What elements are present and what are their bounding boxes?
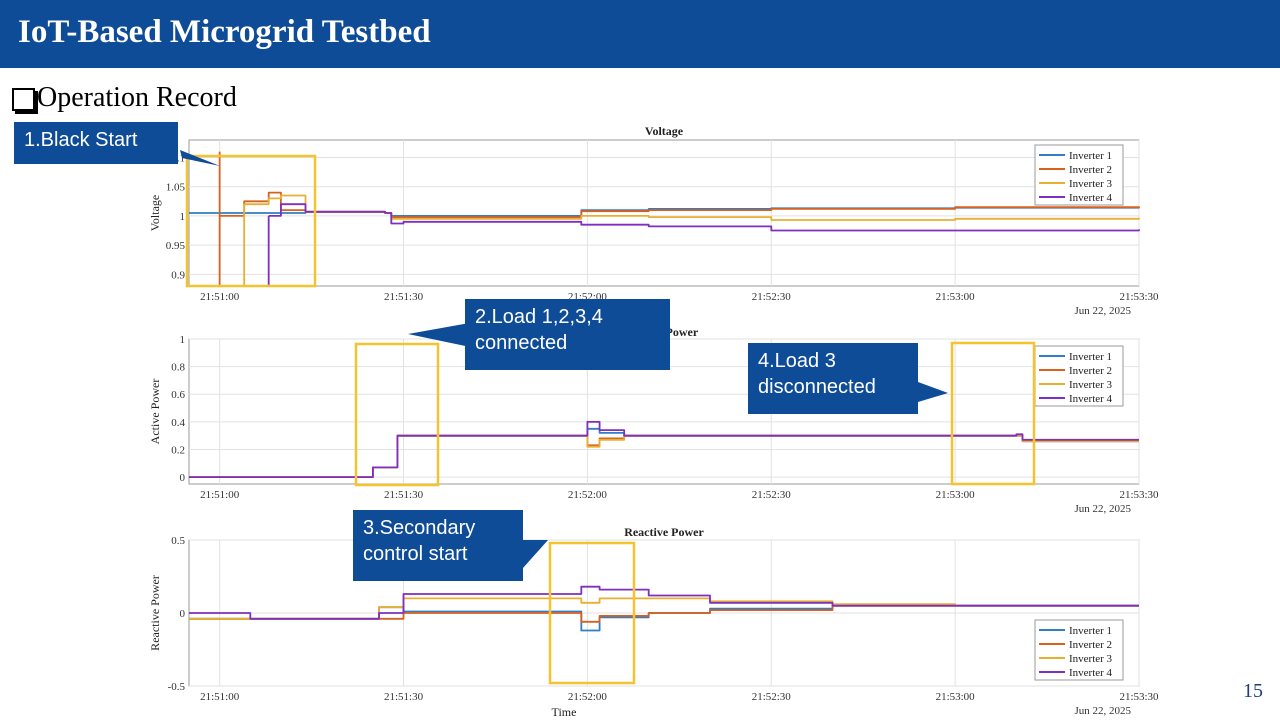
y-tick-label: 0.6 [171, 389, 185, 401]
y-tick-label: 0.8 [171, 362, 185, 374]
x-tick-label: 21:53:00 [936, 691, 976, 703]
x-tick-label: 21:51:30 [384, 291, 424, 303]
series-line-4 [189, 421, 1139, 478]
callout-pointer [918, 382, 948, 402]
section-heading-text: Operation Record [37, 82, 237, 113]
y-tick-label: 0 [180, 472, 186, 484]
x-tick-label: 21:51:00 [200, 691, 240, 703]
y-tick-label: 1 [180, 211, 186, 223]
x-tick-label: 21:52:30 [752, 489, 792, 501]
legend-entry: Inverter 4 [1069, 667, 1113, 679]
x-tick-label: 21:52:30 [752, 691, 792, 703]
legend-entry: Inverter 1 [1069, 351, 1112, 363]
date-label: Jun 22, 2025 [1074, 503, 1131, 515]
callout-load-connected: 2.Load 1,2,3,4 connected [465, 299, 670, 370]
callout-secondary-control: 3.Secondary control start [353, 510, 523, 581]
callout-pointer [408, 322, 475, 348]
x-tick-label: 21:53:30 [1119, 691, 1159, 703]
legend-entry: Inverter 3 [1069, 653, 1113, 665]
x-tick-label: 21:52:00 [568, 691, 608, 703]
legend-entry: Inverter 2 [1069, 164, 1112, 176]
highlight-box [354, 342, 440, 487]
y-axis-label: Voltage [148, 195, 162, 231]
legend-entry: Inverter 1 [1069, 150, 1112, 162]
checkbox-bullet-icon [12, 87, 35, 111]
x-tick-label: 21:53:00 [936, 291, 976, 303]
slide-title: IoT-Based Microgrid Testbed [18, 14, 431, 50]
callout-pointer [523, 540, 548, 568]
x-tick-label: 21:52:30 [752, 291, 792, 303]
series-line-4 [268, 203, 1140, 232]
y-tick-label: 0.9 [171, 269, 185, 281]
chart-title: Reactive Power [624, 525, 704, 539]
y-tick-label: 0.4 [171, 417, 185, 429]
y-tick-label: 0.95 [166, 240, 186, 252]
highlight-box [950, 341, 1036, 486]
legend-entry: Inverter 4 [1069, 192, 1113, 204]
callout-pointer [180, 150, 220, 166]
y-tick-label: 0 [180, 608, 186, 620]
highlight-box [548, 541, 636, 685]
legend-entry: Inverter 3 [1069, 379, 1113, 391]
x-tick-label: 21:53:30 [1119, 291, 1159, 303]
highlight-box [185, 154, 317, 288]
x-tick-label: 21:51:30 [384, 489, 424, 501]
y-axis-label: Active Power [148, 379, 162, 445]
x-tick-label: 21:51:30 [384, 691, 424, 703]
callout-black-start: 1.Black Start [14, 122, 178, 164]
x-tick-label: 21:53:00 [936, 489, 976, 501]
series-line-3 [244, 194, 1140, 221]
callout-load3-disconnected: 4.Load 3 disconnected [748, 343, 918, 414]
plot-area [188, 139, 1140, 287]
chart-title: Voltage [645, 124, 684, 138]
date-label: Jun 22, 2025 [1074, 305, 1131, 317]
series-line-4 [189, 585, 1139, 620]
date-label: Jun 22, 2025 [1074, 705, 1131, 717]
y-tick-label: -0.5 [168, 681, 186, 693]
x-tick-label: 21:51:00 [200, 291, 240, 303]
legend-entry: Inverter 4 [1069, 393, 1113, 405]
chart-1: 21:51:00 21:51:30 21:52:00 21:52:30 21:53:00… [148, 325, 1159, 515]
x-tick-label: 21:51:00 [200, 489, 240, 501]
legend-entry: Inverter 2 [1069, 365, 1112, 377]
y-tick-label: 0.2 [171, 444, 185, 456]
title-bar: IoT-Based Microgrid Testbed [0, 0, 1280, 68]
y-tick-label: 1 [180, 334, 186, 346]
x-tick-label: 21:52:00 [568, 489, 608, 501]
legend-entry: Inverter 3 [1069, 178, 1113, 190]
legend-entry: Inverter 2 [1069, 639, 1112, 651]
y-tick-label: 1.05 [166, 182, 186, 194]
x-tick-label: 21:53:30 [1119, 489, 1159, 501]
section-heading: Operation Record [12, 82, 237, 114]
chart-2: 21:51:00 21:51:30 21:52:00 21:52:30 21:53:00… [148, 525, 1159, 719]
y-tick-label: 0.5 [171, 535, 185, 547]
y-axis-label: Reactive Power [148, 575, 162, 651]
legend-entry: Inverter 1 [1069, 625, 1112, 637]
x-axis-label: Time [552, 705, 577, 719]
page-number: 15 [1243, 680, 1263, 702]
